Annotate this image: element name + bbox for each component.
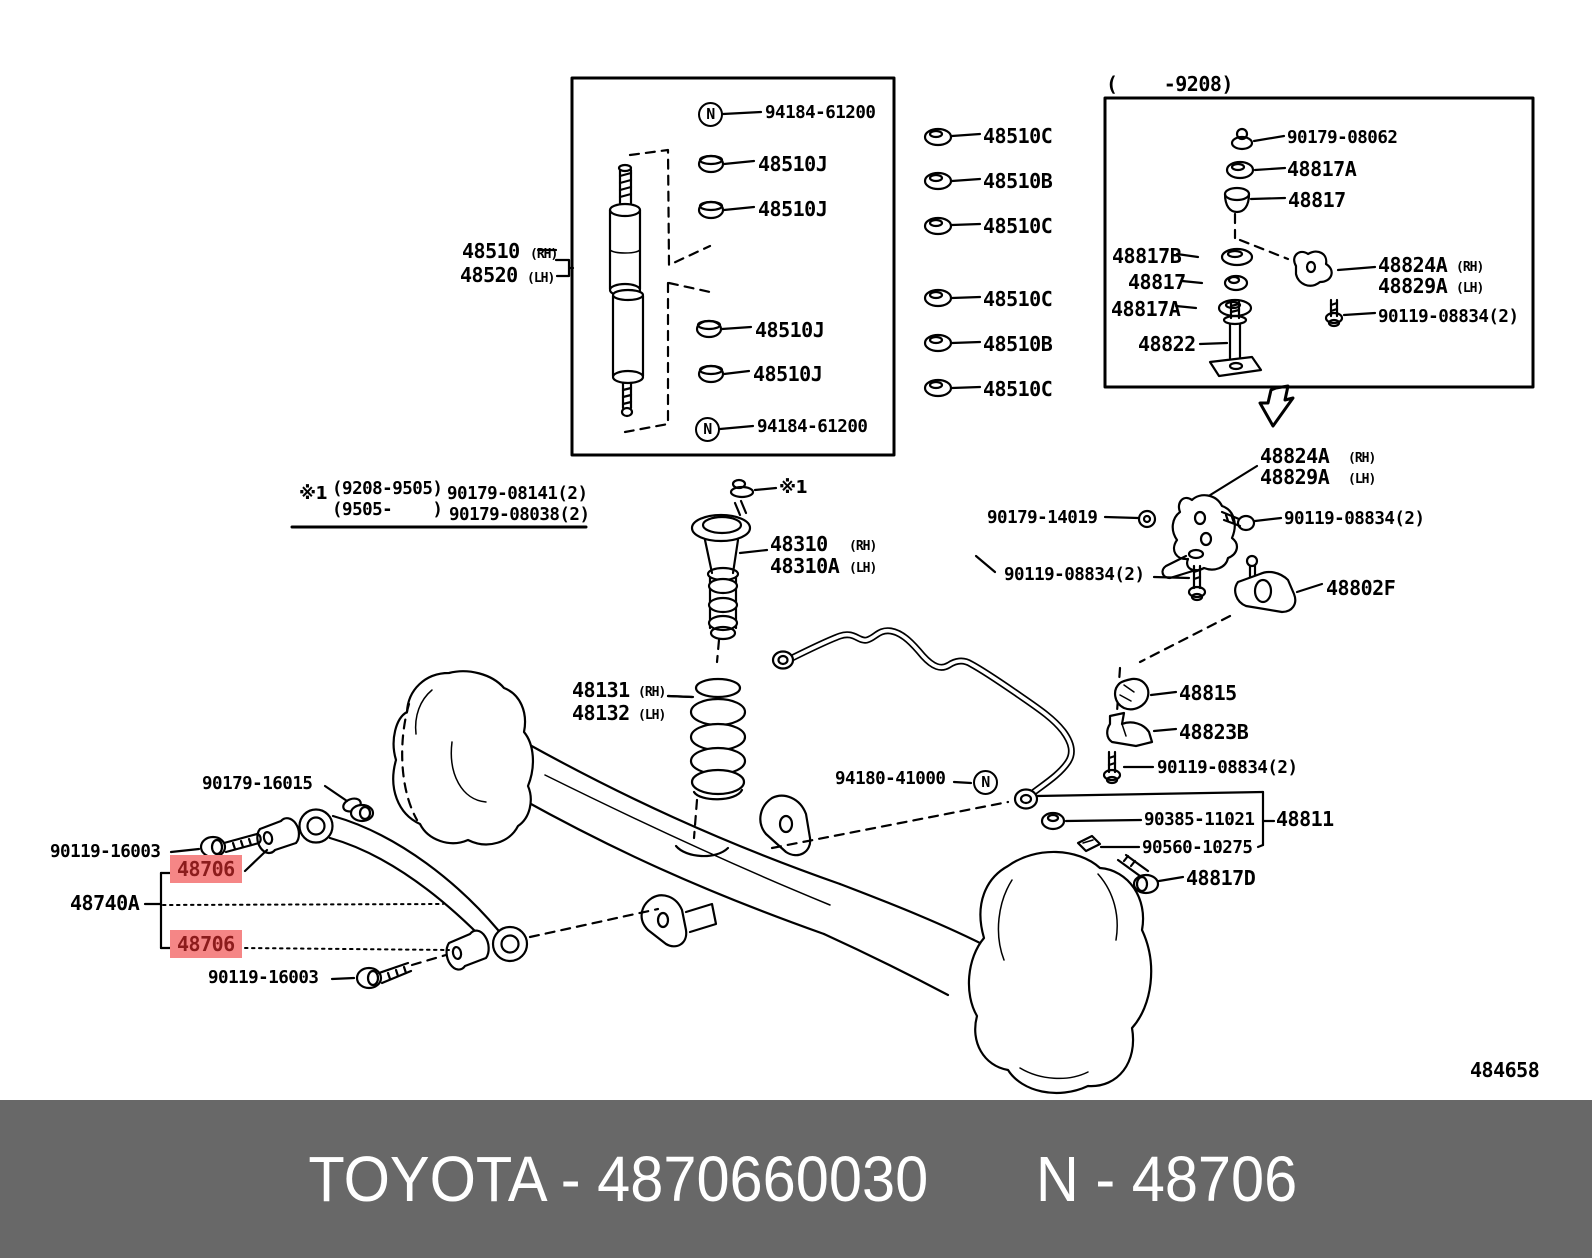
suffix-lh-48829a-box: (LH) xyxy=(1456,281,1484,296)
part-48510c-1: 48510C xyxy=(983,124,1053,148)
footer-brand-part-number: TOYOTA - 4870660030 xyxy=(308,1143,929,1215)
stabilizer-bar-drawing xyxy=(771,627,1075,810)
suffix-rh-48510: (RH) xyxy=(530,247,558,262)
suffix-rh-48824a-box: (RH) xyxy=(1456,260,1484,275)
coil-spring-drawing xyxy=(666,677,747,840)
part-48817a-2: 48817A xyxy=(1111,297,1181,321)
detail-box-parts xyxy=(1174,127,1377,378)
part-90119-08834-left: 90119-08834(2) xyxy=(1004,565,1145,585)
note-range-2: (9505- ) xyxy=(332,500,443,520)
part-90119-08834-right: 90119-08834(2) xyxy=(1284,509,1425,529)
part-94184-61200-bottom: 94184-61200 xyxy=(757,417,868,437)
footer-bar: TOYOTA - 4870660030 N - 48706 xyxy=(0,1100,1592,1258)
detail-box-outline xyxy=(1103,96,1535,389)
drawing-number: 484658 xyxy=(1470,1058,1540,1082)
part-48510c-3: 48510C xyxy=(983,287,1053,311)
stabilizer-hardware-right xyxy=(952,677,1276,895)
suffix-lh-48310a: (LH) xyxy=(849,561,877,576)
part-48510b-1: 48510B xyxy=(983,169,1053,193)
note-mark-1: ※1 xyxy=(299,484,328,504)
knuckle-bracket-drawing xyxy=(974,464,1283,602)
part-48817-1: 48817 xyxy=(1288,188,1346,212)
part-48520-lh: 48520 xyxy=(460,263,518,287)
part-48510j-4: 48510J xyxy=(753,362,823,386)
misc-leader-lines xyxy=(666,694,694,699)
note-mark-2: ※1 xyxy=(779,478,808,498)
nut-symbol-1: N xyxy=(698,102,723,127)
part-90179-16015: 90179-16015 xyxy=(202,774,313,794)
suffix-lh-48520: (LH) xyxy=(527,271,555,286)
part-48510c-4: 48510C xyxy=(983,377,1053,401)
note-range-1: (9208-9505) xyxy=(332,479,443,499)
part-90119-16003-bottom: 90119-16003 xyxy=(208,968,319,988)
nut-symbol-3: N xyxy=(973,770,998,795)
part-48822: 48822 xyxy=(1138,332,1196,356)
part-48817d: 48817D xyxy=(1186,866,1256,890)
part-48706-highlight-1: 48706 xyxy=(170,855,242,883)
note-part-90179-08141: 90179-08141(2) xyxy=(447,484,588,504)
part-48310a-lh: 48310A xyxy=(770,554,840,578)
control-arm-drawing xyxy=(169,784,1010,990)
part-48310-rh: 48310 xyxy=(770,532,828,556)
part-48829a-mid: 48829A xyxy=(1260,465,1330,489)
stabilizer-clamp-48802f xyxy=(1115,554,1324,714)
part-48817a-1: 48817A xyxy=(1287,157,1357,181)
down-arrow xyxy=(1258,384,1295,428)
part-90385-11021: 90385-11021 xyxy=(1144,810,1255,830)
bump-stop-drawing xyxy=(690,478,778,664)
shock-dashed-leaders xyxy=(623,148,712,434)
suffix-rh-48131: (RH) xyxy=(638,685,666,700)
part-94184-61200-top: 94184-61200 xyxy=(765,103,876,123)
part-48510-rh: 48510 xyxy=(462,239,520,263)
suffix-lh-48829a-mid: (LH) xyxy=(1348,472,1376,487)
part-48510j-1: 48510J xyxy=(758,152,828,176)
shock-absorber-drawing xyxy=(608,163,645,418)
suffix-rh-48310: (RH) xyxy=(849,539,877,554)
part-48817-2: 48817 xyxy=(1128,270,1186,294)
part-90560-10275: 90560-10275 xyxy=(1142,838,1253,858)
part-48802f: 48802F xyxy=(1326,576,1396,600)
part-48510b-2: 48510B xyxy=(983,332,1053,356)
note-part-90179-08038: 90179-08038(2) xyxy=(449,505,590,525)
part-48817b: 48817B xyxy=(1112,244,1182,268)
part-48706-highlight-2: 48706 xyxy=(170,930,242,958)
part-48131-rh: 48131 xyxy=(572,678,630,702)
part-94180-41000: 94180-41000 xyxy=(835,769,946,789)
part-48510c-2: 48510C xyxy=(983,214,1053,238)
suffix-lh-48132: (LH) xyxy=(638,708,666,723)
part-48829a-box: 48829A xyxy=(1378,274,1448,298)
nut-symbol-2: N xyxy=(695,417,720,442)
part-48824a-mid: 48824A xyxy=(1260,444,1330,468)
part-48510j-2: 48510J xyxy=(758,197,828,221)
shock-box-outline xyxy=(570,76,896,457)
part-90119-08834-stab: 90119-08834(2) xyxy=(1157,758,1298,778)
shock-kit-icons xyxy=(536,110,763,431)
part-48823b: 48823B xyxy=(1179,720,1249,744)
part-90179-08062: 90179-08062 xyxy=(1287,128,1398,148)
label-bracket-lines xyxy=(143,848,450,951)
diagram-line-art xyxy=(143,76,1535,1094)
part-48815: 48815 xyxy=(1179,681,1237,705)
part-48740a: 48740A xyxy=(70,891,140,915)
axle-housing-drawing xyxy=(392,670,1153,1094)
part-48132-lh: 48132 xyxy=(572,701,630,725)
part-48824a-box: 48824A xyxy=(1378,253,1448,277)
part-90179-14019: 90179-14019 xyxy=(987,508,1098,528)
part-90119-16003-top: 90119-16003 xyxy=(50,842,161,862)
part-48811: 48811 xyxy=(1276,807,1334,831)
washer-column-icons xyxy=(923,127,982,398)
footer-part-code: N - 48706 xyxy=(1035,1143,1297,1215)
part-90119-08834-box: 90119-08834(2) xyxy=(1378,307,1519,327)
part-48510j-3: 48510J xyxy=(755,318,825,342)
suffix-rh-48824a-mid: (RH) xyxy=(1348,451,1376,466)
date-range-9208: ( -9208) xyxy=(1106,72,1233,96)
